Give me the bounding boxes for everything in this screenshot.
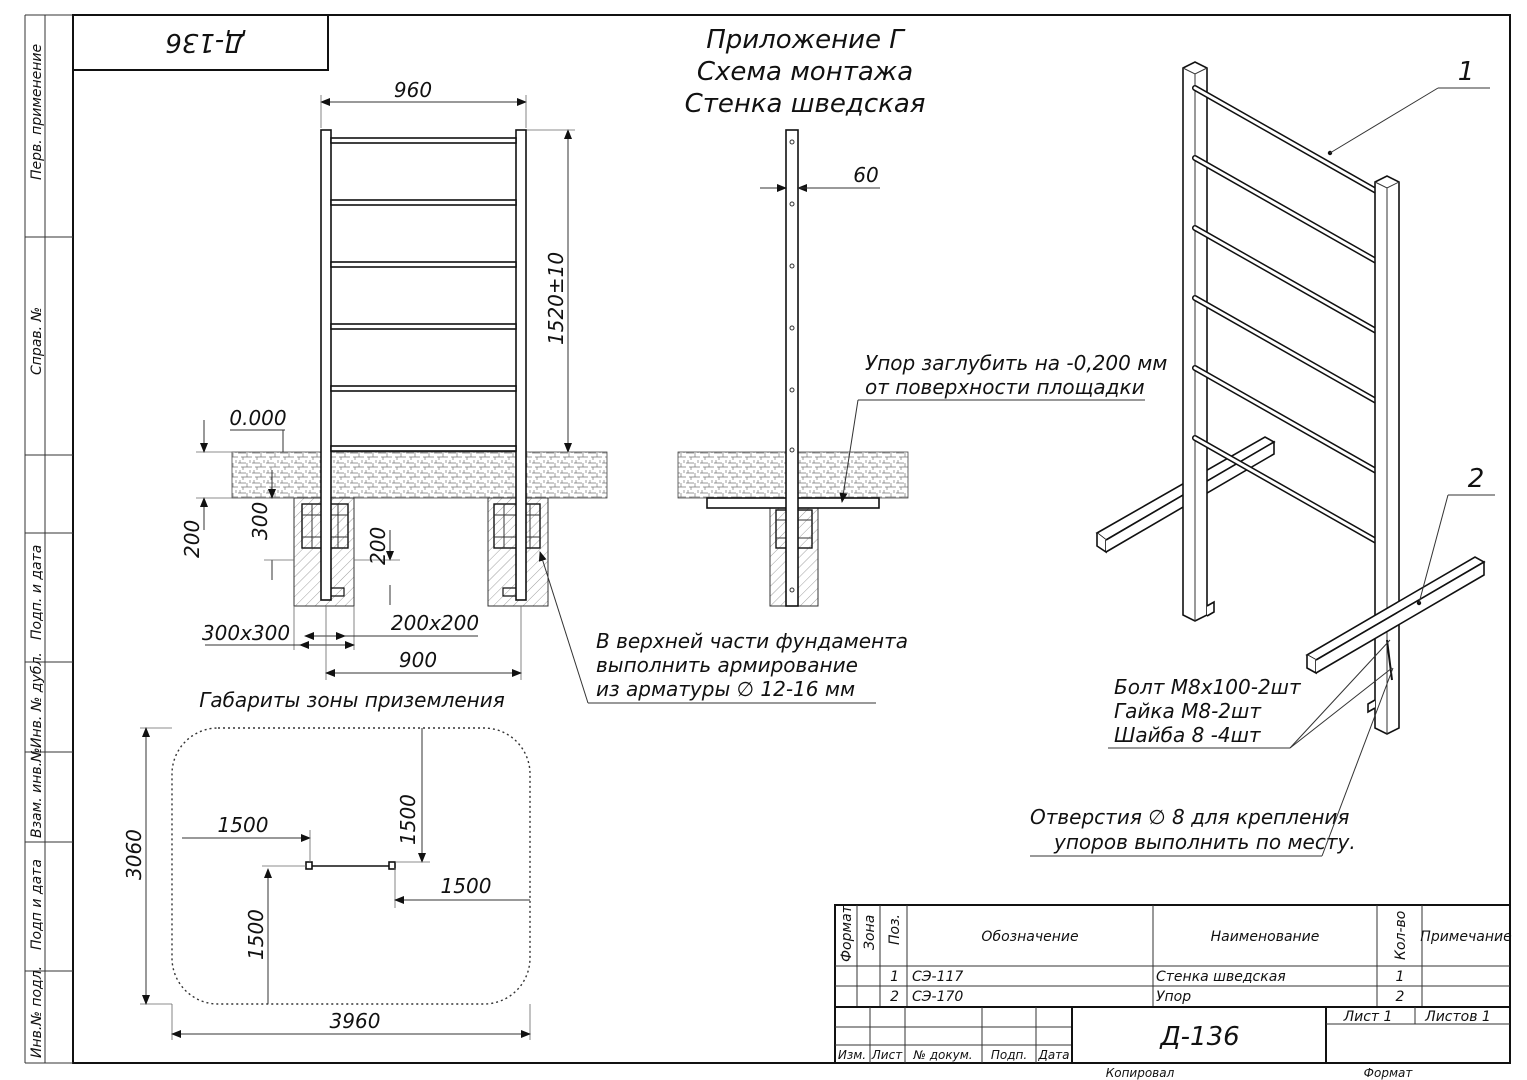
spec-header-zone: Зона <box>862 915 878 950</box>
stop-note-line-2: от поверхности площадки <box>865 375 1145 399</box>
label-podp-data-2: Подп и дата <box>29 859 45 950</box>
spec-row-pos: 2 <box>890 989 899 1005</box>
iso-callout-1: 1 <box>1458 57 1475 87</box>
holes-line-2: упоров выполнить по месту. <box>1053 830 1356 854</box>
spec-header-note: Примечание <box>1420 929 1511 945</box>
iso-rungs <box>1192 85 1388 549</box>
title-block: Изм. Лист № докум. Подп. Дата Д-136 Лист… <box>834 1006 1511 1080</box>
post-left <box>320 129 332 601</box>
side-post-holes <box>789 139 795 593</box>
spacing-900: 900 <box>399 648 437 672</box>
level-mark: 0.000 <box>229 406 286 430</box>
dim-200-left: 200 <box>180 520 204 558</box>
ground-surface <box>231 451 608 499</box>
spec-table: Формат Зона Поз. Обозначение Наименовани… <box>834 904 1512 1008</box>
foundation-note-line-1: В верхней части фундамента <box>596 629 908 653</box>
title-line-1: Приложение Г <box>706 25 906 55</box>
dim-300: 300 <box>248 502 272 540</box>
zone-outline <box>171 727 531 1005</box>
front-width-dim: 960 <box>394 78 432 102</box>
spec-header-pos: Поз. <box>887 914 903 945</box>
title-line-2: Схема монтажа <box>697 57 913 87</box>
foundation-note: В верхней части фундамента выполнить арм… <box>538 551 908 704</box>
label-inv-dubl: Инв. № дубл. <box>29 652 45 748</box>
spec-row-pos: 1 <box>890 969 899 985</box>
zone-dim-1500-top: 1500 <box>218 813 269 837</box>
holes-line-1: Отверстия ∅ 8 для крепления <box>1030 805 1349 829</box>
spec-header-designation: Обозначение <box>981 929 1078 945</box>
zone-dim-1500-left-vertical: 1500 <box>244 909 268 960</box>
label-podp-data-1: Подп. и дата <box>29 545 45 640</box>
front-height-dim: 1520±10 <box>544 252 568 345</box>
label-sprav-no: Справ. № <box>29 307 45 375</box>
spec-row-2: 2 СЭ-170 Упор 2 <box>890 989 1404 1005</box>
side-post <box>785 129 799 607</box>
stop-note-line-1: Упор заглубить на -0,200 мм <box>865 351 1167 375</box>
landing-zone: Габариты зоны приземления 1500 1500 1500… <box>122 688 531 1040</box>
spec-header-qty: Кол-во <box>1393 911 1409 960</box>
spec-header-format: Формат <box>839 904 855 962</box>
spec-row-qty: 1 <box>1396 969 1405 985</box>
tb-sheets: Листов 1 <box>1424 1009 1491 1025</box>
tb-doc-no: № докум. <box>912 1048 972 1062</box>
side-width-dim: 60 <box>853 163 878 187</box>
label-inv-podl: Инв.№ подл. <box>29 966 45 1058</box>
sheet-frame <box>24 14 1511 1064</box>
front-view: 960 1520±10 <box>180 78 608 680</box>
tb-izm: Изм. <box>838 1048 866 1062</box>
tb-code: Д-136 <box>1159 1022 1239 1052</box>
iso-callout-2: 2 <box>1468 464 1485 494</box>
tb-list: Лист <box>871 1048 903 1062</box>
iso-view: 1 2 Болт М8х100-2шт Гайка М8-2шт Шайба 8… <box>1030 57 1495 857</box>
post-right <box>515 129 527 601</box>
spec-header-name: Наименование <box>1211 929 1320 945</box>
zone-dim-3060: 3060 <box>122 829 146 880</box>
tb-format: Формат <box>1364 1066 1414 1080</box>
zone-dim-1500-right-vertical: 1500 <box>396 794 420 845</box>
zone-dim-3960: 3960 <box>330 1009 381 1033</box>
spec-row-name: Упор <box>1156 989 1191 1005</box>
spec-row-designation: СЭ-117 <box>912 969 963 985</box>
size-200x200: 200x200 <box>391 611 479 635</box>
hardware-line-2: Гайка М8-2шт <box>1114 699 1262 723</box>
hardware-line-3: Шайба 8 -4шт <box>1114 723 1262 747</box>
side-view: 60 Упор заглубить на -0,200 мм от поверх… <box>677 129 1167 607</box>
drawing-code-rotated: Д-136 <box>165 27 245 57</box>
foundation-note-line-2: выполнить армирование <box>596 653 858 677</box>
side-strip-labels: Перв. применение Справ. № Подп. и дата И… <box>29 44 45 1058</box>
label-perv-primenenie: Перв. применение <box>29 44 45 180</box>
tb-data: Дата <box>1037 1048 1069 1062</box>
title-line-3: Стенка шведская <box>685 89 926 119</box>
hardware-line-1: Болт М8х100-2шт <box>1114 675 1302 699</box>
size-300x300: 300x300 <box>202 621 290 645</box>
foundation-note-line-3: из арматуры ∅ 12-16 мм <box>596 677 855 701</box>
spec-row-qty: 2 <box>1396 989 1405 1005</box>
tb-podp: Подп. <box>991 1048 1027 1062</box>
label-vzam-inv: Взам. инв.№ <box>29 747 45 838</box>
spec-row-1: 1 СЭ-117 Стенка шведская 1 <box>890 969 1404 985</box>
spec-row-name: Стенка шведская <box>1156 969 1286 985</box>
tb-kopiroval: Копировал <box>1106 1066 1175 1080</box>
zone-dim-1500-right: 1500 <box>441 874 492 898</box>
spec-row-designation: СЭ-170 <box>912 989 963 1005</box>
dim-200-right: 200 <box>366 527 390 565</box>
zone-title: Габариты зоны приземления <box>199 688 505 712</box>
front-rungs <box>330 137 517 452</box>
tb-sheet: Лист 1 <box>1343 1009 1393 1025</box>
sheet-title: Приложение Г Схема монтажа Стенка шведск… <box>685 25 926 119</box>
